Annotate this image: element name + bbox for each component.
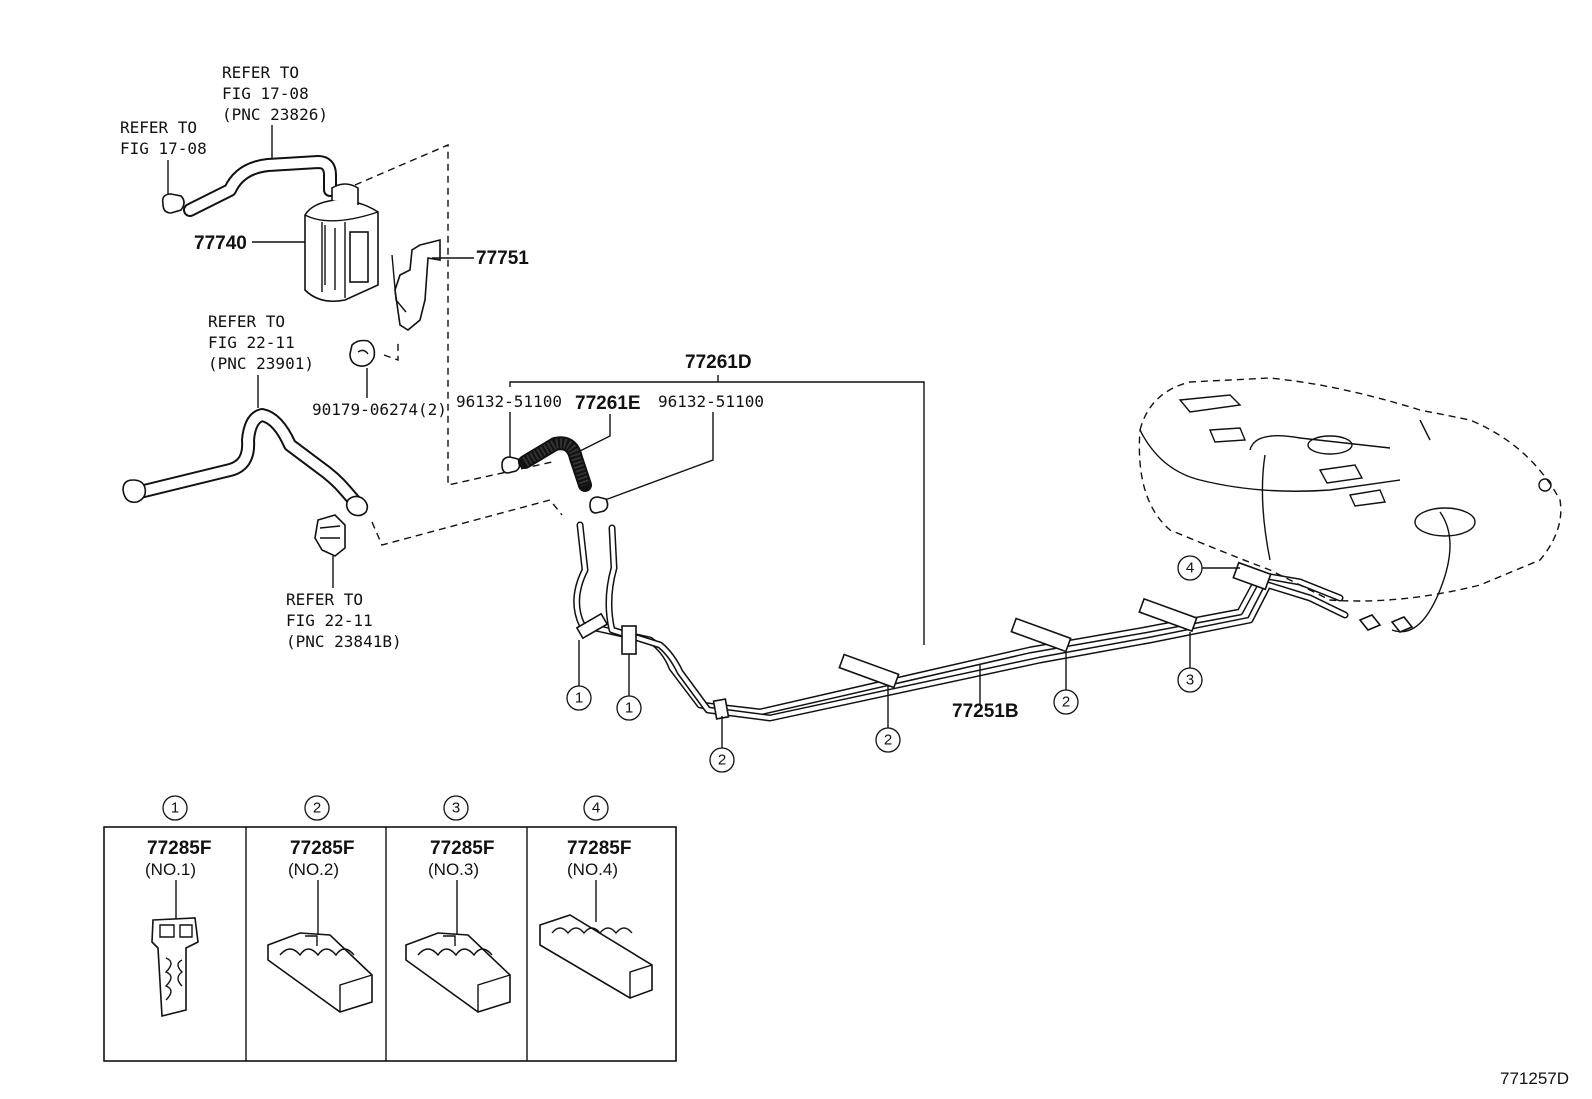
callout-line: (PNC 23826): [222, 105, 328, 124]
figure-code: 771257D: [1500, 1069, 1569, 1088]
dashed-guide: [354, 143, 553, 486]
legend-sub-label: (NO.4): [567, 860, 618, 879]
legend-part-number: 77285F: [567, 838, 631, 859]
bracket-line: [509, 381, 925, 645]
dashed-guide: [383, 340, 399, 361]
callout-line: FIG 17-08: [222, 84, 309, 103]
part-label-hose: 77261E: [575, 393, 641, 414]
clamp-callout-2a: 2: [709, 716, 735, 773]
clamp-block: [712, 698, 730, 720]
tube-clip-icon: [501, 456, 521, 474]
part-label-cushion: 90179-06274(2): [312, 400, 447, 419]
callout-line: REFER TO: [286, 590, 363, 609]
cushion-grommet-icon: [349, 339, 376, 367]
legend-number: 2: [313, 800, 321, 817]
legend-number: 1: [171, 800, 179, 817]
clamp-block: [1232, 561, 1272, 591]
dashed-guide: [371, 499, 563, 546]
clamp-callout-3: 3: [1177, 632, 1203, 693]
vapor-hose: [161, 155, 337, 217]
svg-text:1: 1: [575, 690, 583, 707]
refer-callout-pnc23826: REFER TO FIG 17-08 (PNC 23826): [222, 63, 328, 124]
hose-end-icon: [345, 495, 369, 517]
legend-sub-label: (NO.1): [145, 860, 196, 879]
fuel-tube-routing: [573, 521, 1349, 722]
leader-line: [577, 414, 611, 453]
callout-line: FIG 17-08: [120, 139, 207, 158]
clamp-callout-4: 4: [1177, 555, 1240, 581]
svg-text:2: 2: [718, 752, 726, 769]
clamp-no1-icon: [151, 917, 199, 1018]
callout-line: (PNC 23901): [208, 354, 314, 373]
svg-text:1: 1: [625, 700, 633, 717]
clamp-callout-1a: 1: [566, 640, 592, 711]
legend-clamp-no2: 2 77285F (NO.2): [267, 795, 373, 1013]
clamp-block: [1010, 617, 1072, 653]
refer-callout-pnc23841b: REFER TO FIG 22-11 (PNC 23841B): [286, 590, 402, 651]
part-label-clip-right: 96132-51100: [658, 392, 764, 411]
clamp-no4-icon: [539, 914, 653, 999]
hose-end-icon: [122, 479, 147, 504]
refer-callout-pnc23901: REFER TO FIG 22-11 (PNC 23901): [208, 312, 314, 373]
callout-line: REFER TO: [120, 118, 197, 137]
clamp-block: [575, 612, 609, 640]
legend-clamp-no1: 1 77285F (NO.1): [145, 795, 211, 1018]
tube-clamp-markers: [575, 561, 1272, 720]
clamp-callout-2c: 2: [1053, 652, 1079, 715]
legend-number: 4: [592, 800, 600, 817]
svg-text:2: 2: [884, 732, 892, 749]
clamp-block: [838, 653, 900, 689]
clamp-block: [1138, 597, 1198, 633]
legend-part-number: 77285F: [290, 838, 354, 859]
legend-sub-label: (NO.3): [428, 860, 479, 879]
part-label-tube-assembly: 77261D: [685, 352, 752, 373]
tube-clip-icon: [589, 496, 609, 514]
legend-part-number: 77285F: [430, 838, 494, 859]
rubber-hose-icon: [518, 436, 592, 492]
callout-line: FIG 22-11: [286, 611, 373, 630]
canister-bracket-icon: [391, 238, 441, 331]
legend-clamp-no3: 3 77285F (NO.3): [405, 795, 511, 1013]
part-label-clip-left: 96132-51100: [456, 392, 562, 411]
legend-sub-label: (NO.2): [288, 860, 339, 879]
clamp-no2-icon: [267, 932, 373, 1013]
part-label-canister: 77740: [194, 233, 247, 254]
vsv-connector-icon: [314, 514, 346, 557]
part-label-bracket: 77751: [476, 248, 529, 269]
vapor-hose-lower: [122, 408, 369, 517]
charcoal-canister-icon: [304, 183, 379, 303]
clamp-no3-icon: [405, 932, 511, 1013]
legend-clamp-no4: 4 77285F (NO.4): [539, 795, 653, 999]
callout-line: REFER TO: [208, 312, 285, 331]
legend-number: 3: [452, 800, 460, 817]
clamp-callout-2b: 2: [875, 686, 901, 753]
legend-part-number: 77285F: [147, 838, 211, 859]
svg-text:4: 4: [1186, 560, 1194, 577]
svg-text:3: 3: [1186, 672, 1194, 689]
hose-clamp-icon: [161, 193, 185, 214]
clamp-block: [621, 625, 637, 655]
callout-line: (PNC 23841B): [286, 632, 402, 651]
leader-line: [604, 412, 714, 501]
clamp-legend: 1 77285F (NO.1) 2 77285F (NO.2) 3 77285F…: [103, 795, 677, 1062]
clamp-callout-1b: 1: [616, 654, 642, 721]
fuel-tank-icon: [1138, 377, 1562, 633]
part-label-fuel-tube: 77251B: [952, 701, 1019, 722]
refer-callout-fig1708: REFER TO FIG 17-08: [120, 118, 207, 158]
callout-line: REFER TO: [222, 63, 299, 82]
svg-text:2: 2: [1062, 694, 1070, 711]
callout-line: FIG 22-11: [208, 333, 295, 352]
